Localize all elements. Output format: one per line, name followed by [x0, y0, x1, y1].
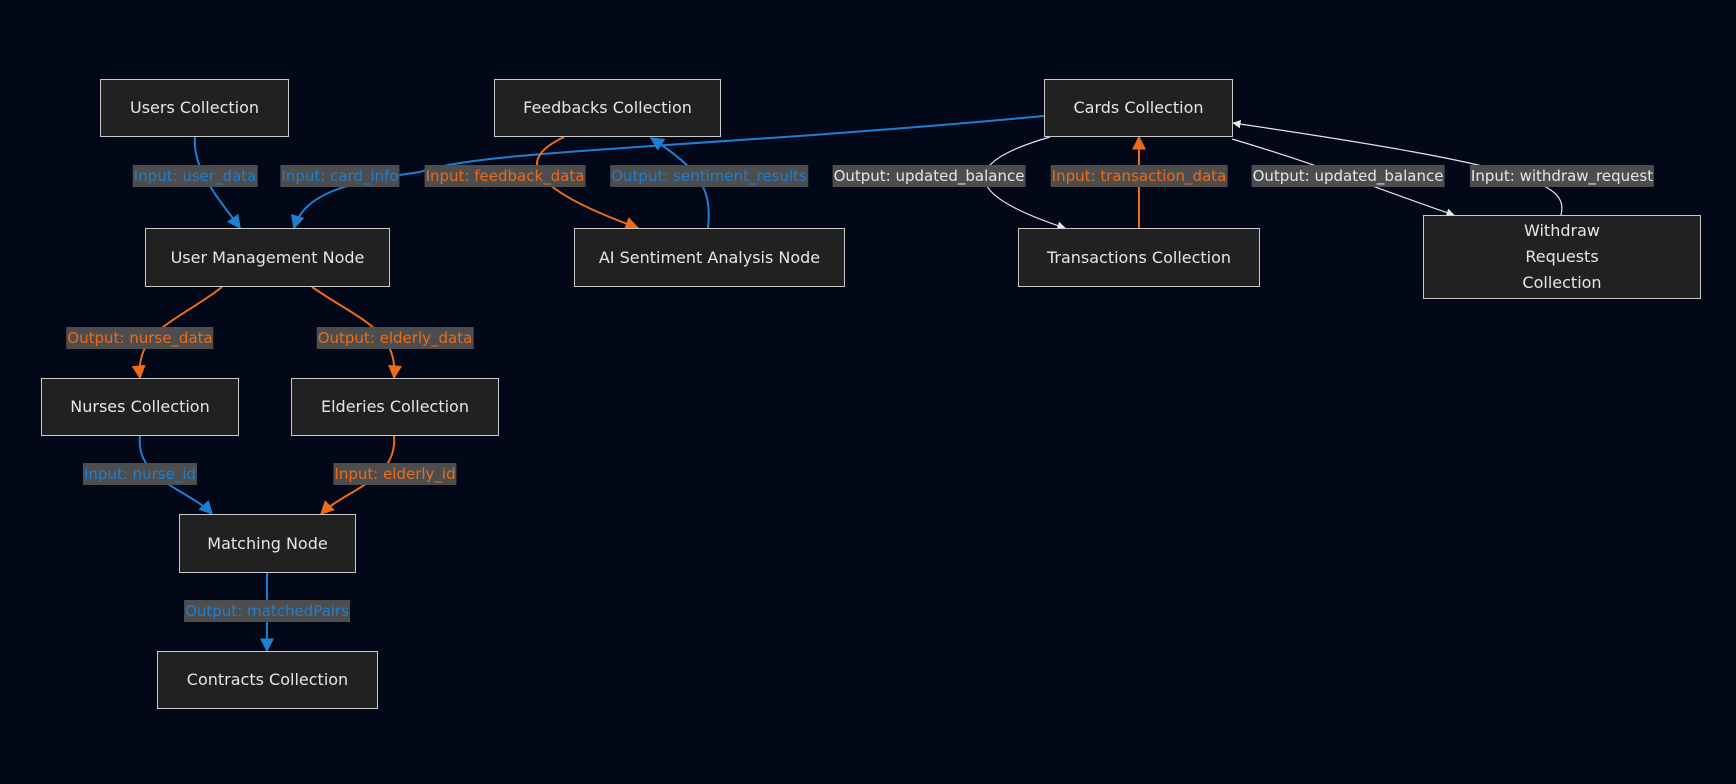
- node-matching[interactable]: Matching Node: [179, 514, 356, 573]
- edge-label-nurse-id: Input: nurse_id: [82, 463, 198, 485]
- node-withdraw-requests-collection[interactable]: Withdraw Requests Collection: [1423, 215, 1701, 299]
- edge-label-elderly-id: Input: elderly_id: [333, 463, 457, 485]
- edge-label-transaction-data: Input: transaction_data: [1050, 165, 1228, 187]
- edge-label-feedback-data: Input: feedback_data: [424, 165, 586, 187]
- node-ai-sentiment-analysis[interactable]: AI Sentiment Analysis Node: [574, 228, 845, 287]
- edge-user-mgmt-to-nurses: [131, 286, 223, 380]
- edge-label-user-data: Input: user_data: [132, 165, 258, 187]
- edge-label-nurse-data: Output: nurse_data: [66, 327, 214, 349]
- edge-label-card-info: Input: card_info: [280, 165, 400, 187]
- edge-label-sentiment-results: Output: sentiment_results: [610, 165, 808, 187]
- node-elderies-collection[interactable]: Elderies Collection: [291, 378, 499, 436]
- edge-user-mgmt-to-elderies: [311, 286, 403, 380]
- node-contracts-collection[interactable]: Contracts Collection: [157, 651, 378, 709]
- edge-label-withdraw-request: Input: withdraw_request: [1469, 165, 1655, 187]
- node-cards-collection[interactable]: Cards Collection: [1044, 79, 1233, 137]
- node-transactions-collection[interactable]: Transactions Collection: [1018, 228, 1260, 287]
- node-nurses-collection[interactable]: Nurses Collection: [41, 378, 239, 436]
- edge-label-updated-balance-2: Output: updated_balance: [1251, 165, 1445, 187]
- edge-label-elderly-data: Output: elderly_data: [316, 327, 474, 349]
- edge-cards-to-user-mgmt: [291, 115, 1045, 230]
- node-feedbacks-collection[interactable]: Feedbacks Collection: [494, 79, 721, 137]
- node-user-management[interactable]: User Management Node: [145, 228, 390, 287]
- edge-label-updated-balance-1: Output: updated_balance: [832, 165, 1026, 187]
- edge-label-matched-pairs: Output: matchedPairs: [184, 600, 350, 622]
- node-users-collection[interactable]: Users Collection: [100, 79, 289, 137]
